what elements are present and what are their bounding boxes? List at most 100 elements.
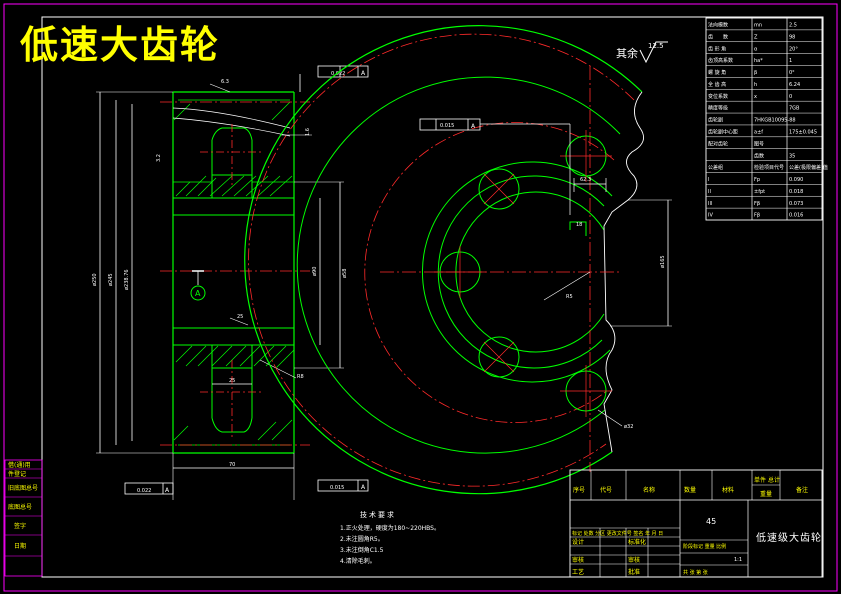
- left-side-strip: [4, 459, 43, 577]
- dim-keyway: 62.3: [580, 177, 591, 183]
- param-value: 35: [789, 153, 795, 159]
- param-symbol: 检验项目代号: [754, 164, 784, 171]
- tb-check: 审核: [572, 556, 584, 564]
- tb-col-total: 总计: [768, 476, 780, 484]
- tech-req-item-3: 3.未注倒角C1.5: [340, 546, 384, 554]
- tolerance-bottom-right: 0.015: [330, 485, 344, 491]
- roughness-note: 其余: [616, 46, 638, 60]
- tb-std: 标准化: [628, 538, 646, 546]
- dim-radius-r5: R5: [566, 294, 573, 300]
- datum-ref-front: A: [471, 123, 476, 130]
- param-value: 0.016: [789, 213, 803, 219]
- param-value: 2.5: [789, 23, 797, 29]
- dim-hub-diameter: ø90: [312, 267, 318, 276]
- param-symbol: ha*: [754, 58, 763, 64]
- tech-req-item-4: 4.清除毛刺。: [340, 557, 376, 565]
- tech-req-item-2: 2.未注圆角R5。: [340, 535, 384, 543]
- tb-col-name: 名称: [643, 486, 655, 494]
- tech-req-item-1: 1.正火处理，硬度为180~220HBS。: [340, 524, 440, 532]
- drawing-frame: [41, 16, 824, 578]
- param-symbol: α: [754, 46, 758, 52]
- dim-root-diameter: ø238.76: [124, 269, 130, 290]
- tb-col-single: 单件: [754, 476, 766, 484]
- dim-hole-diameter: ø32: [624, 424, 633, 430]
- strip-row-4: 底图总号: [8, 503, 32, 511]
- tb-material: 45: [706, 517, 716, 526]
- tb-sheets: 共 张 第 张: [683, 569, 708, 576]
- strip-row-5: 签字: [14, 522, 26, 530]
- tb-process: 审核: [628, 556, 640, 564]
- param-name: 变位系数: [708, 93, 728, 100]
- tb-col-qty: 数量: [684, 486, 696, 494]
- param-name: 公差组: [708, 164, 723, 171]
- datum-a-label: A: [195, 289, 201, 298]
- page-border: [3, 3, 838, 592]
- param-symbol: 图号: [754, 141, 764, 147]
- roughness-ra-1: 6.3: [221, 79, 229, 85]
- roughness-ra-2: 3.2: [156, 154, 162, 162]
- param-value: 0.018: [789, 189, 803, 195]
- tb-weight: 重量: [760, 490, 772, 498]
- dim-hub-width: 25: [229, 378, 235, 384]
- param-symbol: mn: [754, 23, 762, 29]
- section-view: [96, 65, 369, 500]
- param-symbol: 齿数: [754, 152, 764, 159]
- tb-col-seq: 序号: [573, 486, 585, 494]
- dim-width: 70: [229, 462, 235, 468]
- param-symbol: ±fpt: [754, 189, 765, 195]
- param-name: 齿轮副中心距: [708, 128, 738, 135]
- param-value: 0.090: [789, 177, 803, 183]
- param-symbol: Z: [754, 34, 758, 40]
- dim-bore-diameter: ø58: [342, 269, 348, 278]
- param-name: III: [708, 201, 712, 207]
- dim-tip-diameter: ø245: [108, 273, 114, 286]
- param-symbol: Fβ: [754, 213, 760, 219]
- param-name: 全 齿 高: [708, 81, 726, 88]
- param-name: 配对齿轮: [708, 140, 728, 147]
- param-value: 0.073: [789, 201, 803, 207]
- tb-design: 设计: [572, 538, 584, 546]
- tolerance-top: 0.022: [331, 71, 345, 77]
- tb-part-name: 低速级大齿轮: [756, 531, 822, 544]
- param-name: I: [708, 177, 709, 183]
- dim-outer-diameter: ø250: [92, 273, 98, 286]
- param-name: 齿顶高系数: [708, 57, 733, 64]
- param-value: 175±0.045: [789, 129, 817, 135]
- tolerance-bottom-left: 0.022: [137, 488, 151, 494]
- param-symbol: x: [754, 94, 757, 100]
- param-value: 公差(极限偏差)值: [789, 164, 828, 171]
- param-symbol: Fp: [754, 177, 760, 183]
- datum-ref-bottom-right: A: [361, 484, 366, 491]
- param-name: 精度等级: [708, 105, 728, 112]
- param-name: IV: [708, 213, 713, 219]
- param-value: 0°: [789, 70, 795, 76]
- param-name: 法向模数: [708, 22, 728, 29]
- tolerance-front: 0.015: [440, 123, 454, 129]
- roughness-value: 12.5: [648, 42, 664, 50]
- param-name: 螺 旋 角: [708, 69, 726, 76]
- param-symbol: a±f: [754, 129, 763, 135]
- param-symbol: 7HKGB10095-88: [754, 118, 796, 124]
- strip-row-2: 件登记: [8, 470, 26, 478]
- param-value: 7GB: [789, 106, 800, 112]
- param-symbol: β: [754, 70, 757, 76]
- tb-row-mark: 标记 处数 分区 更改文件号 签名 年 月 日: [572, 530, 663, 537]
- tb-sheet-cols: 阶段标记 重量 比例: [683, 543, 726, 550]
- tb-scale: 1:1: [734, 557, 742, 563]
- strip-row-3: 旧底图总号: [8, 484, 38, 492]
- drawing-title: 低速大齿轮: [20, 23, 220, 67]
- param-value: 98: [789, 34, 795, 40]
- param-symbol: h: [754, 82, 757, 88]
- datum-ref-top: A: [361, 70, 366, 77]
- dim-web: 25: [237, 314, 243, 320]
- param-value: 1: [789, 58, 792, 64]
- strip-row-1: 借(通)用: [8, 461, 31, 469]
- roughness-ra-3: 1.6: [305, 128, 311, 136]
- param-value: 6.24: [789, 82, 800, 88]
- param-name: 齿 数: [708, 33, 728, 40]
- tb-col-remark: 备注: [796, 486, 808, 494]
- strip-row-6: 日期: [14, 542, 26, 550]
- param-name: 齿 形 角: [708, 45, 726, 52]
- param-symbol: Fβ: [754, 201, 760, 207]
